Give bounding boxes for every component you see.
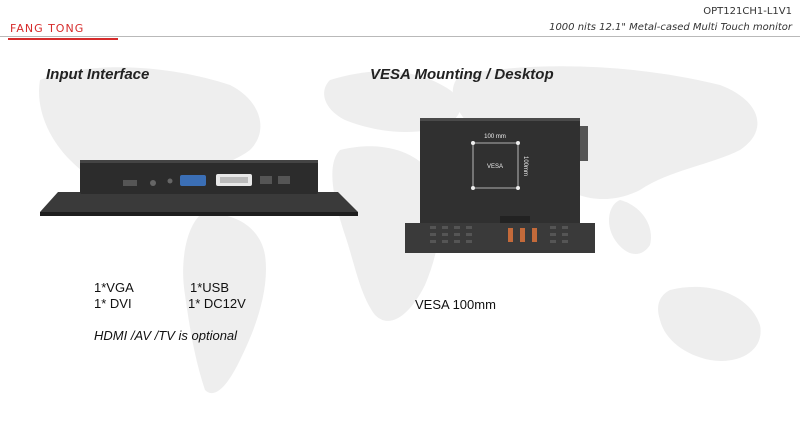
input-interface-title: Input Interface	[46, 66, 150, 83]
spec-dc12v: 1* DC12V	[188, 296, 246, 311]
brand-underline	[8, 38, 118, 40]
brand-logo-text: FANG TONG	[10, 22, 85, 35]
vesa-caption: VESA 100mm	[415, 297, 496, 312]
spec-dvi: 1* DVI	[94, 296, 132, 311]
monitor-rear-view-image: 100 mm VESA 100mm	[405, 118, 595, 253]
spec-vga: 1*VGA	[94, 280, 134, 295]
vesa-height-label: 100mm	[522, 156, 528, 176]
spec-usb: 1*USB	[190, 280, 230, 295]
vesa-center-label: VESA	[487, 164, 503, 170]
optional-note: HDMI /AV /TV is optional	[94, 328, 238, 343]
vesa-mounting-title: VESA Mounting / Desktop	[370, 66, 554, 83]
product-subtitle: 1000 nits 12.1" Metal-cased Multi Touch …	[549, 22, 792, 33]
model-number: OPT121CH1-L1V1	[703, 6, 792, 17]
monitor-side-view-image	[40, 160, 358, 216]
header-divider	[0, 36, 800, 37]
vesa-width-label: 100 mm	[484, 134, 506, 140]
